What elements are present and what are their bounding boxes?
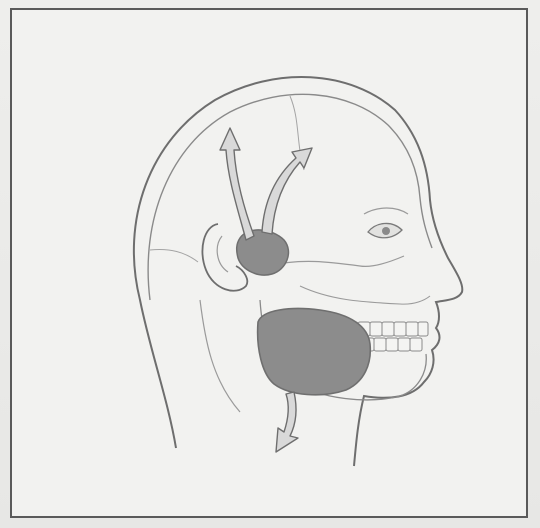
cranial-suture-2 [150, 250, 198, 263]
zygomatic-line [270, 256, 404, 266]
eye-icon [364, 208, 408, 238]
lower-gland [258, 309, 371, 395]
skull-outline [148, 94, 432, 300]
maxilla-line [300, 286, 430, 304]
neck-line [200, 300, 240, 412]
